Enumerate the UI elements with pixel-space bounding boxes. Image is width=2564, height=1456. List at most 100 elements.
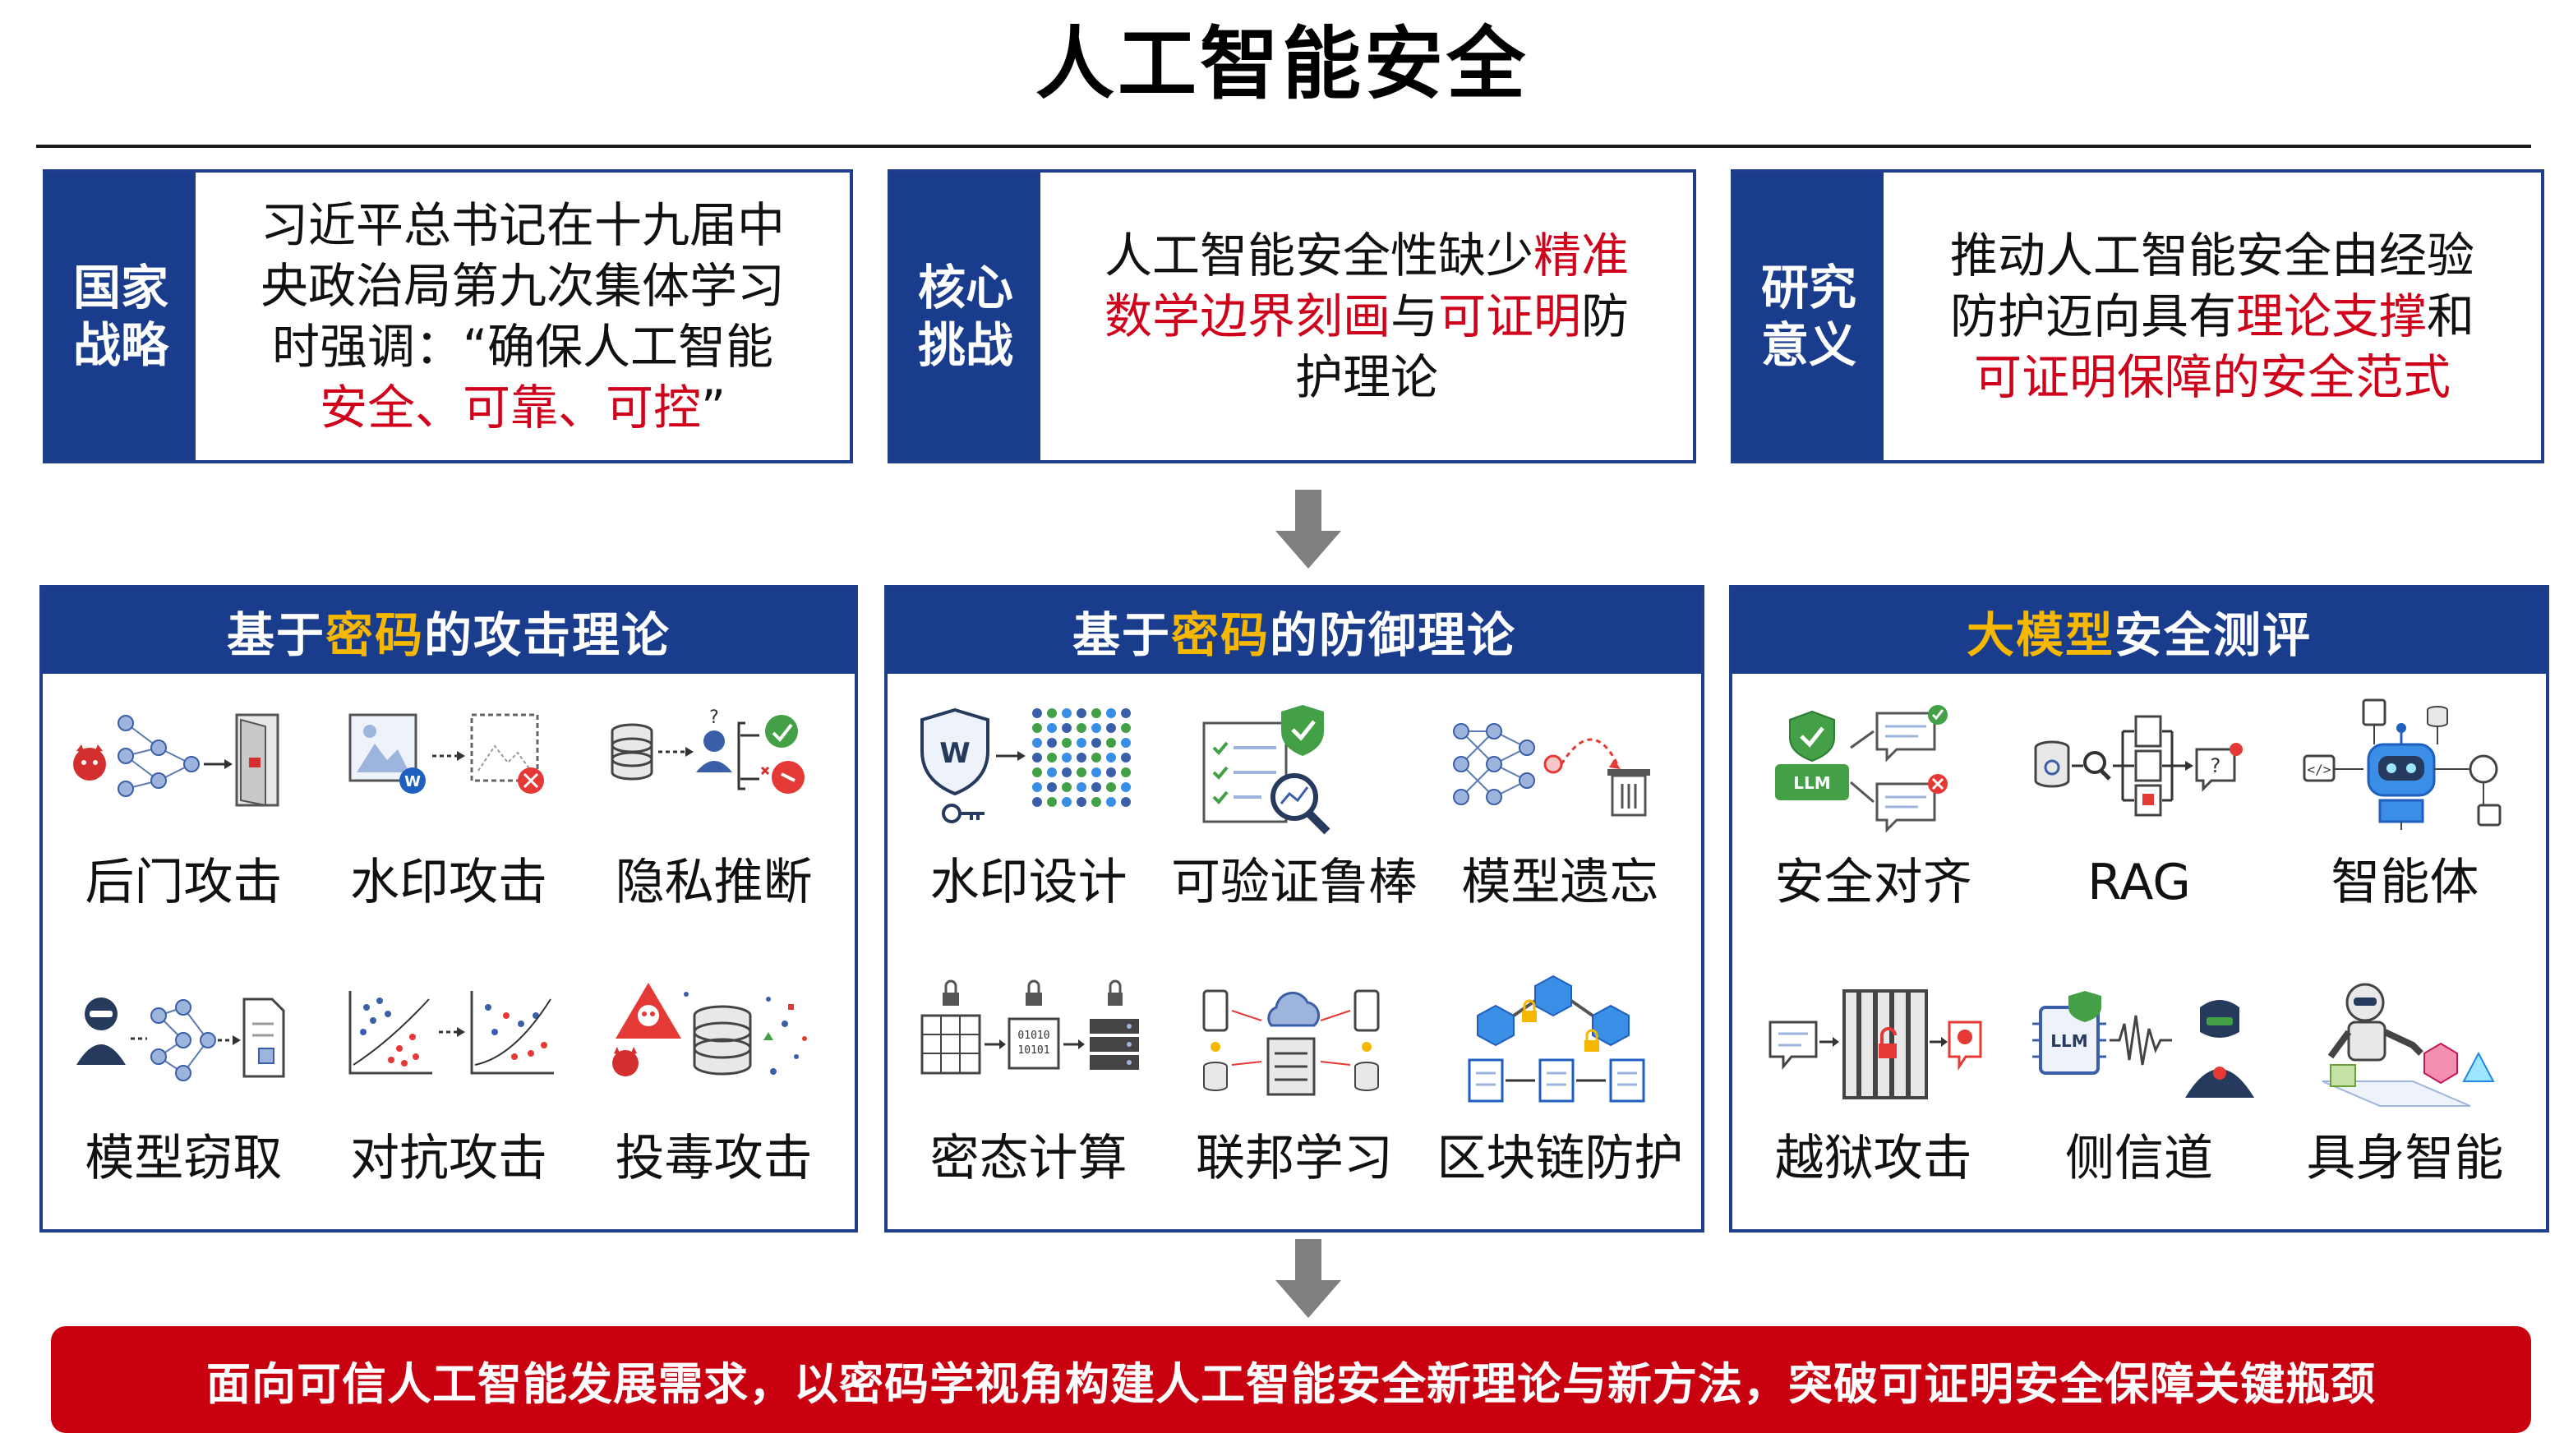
top-box-tag: 核心挑战 [891, 173, 1040, 460]
text-segment: 央政治局第九次集体学习 [260, 258, 785, 314]
verifiable-robustness-icon [1202, 705, 1330, 835]
rag-icon: ? [2034, 715, 2243, 817]
grid-item-label: RAG [2087, 854, 2191, 911]
text-segment: ” [700, 380, 726, 435]
grid-item-label: 智能体 [2331, 854, 2479, 911]
text-segment: 防护迈向具有 [1949, 288, 2236, 344]
grid-item: 模型遗忘 [1427, 680, 1693, 956]
side-channel-icon: LLM [2031, 991, 2254, 1098]
jailbreak-attack-icon [1769, 989, 1982, 1099]
grid-item-label: 隐私推断 [615, 854, 813, 911]
privacy-inference-icon: ? [611, 707, 805, 794]
grid-item-label: 水印攻击 [349, 854, 547, 911]
panel-header: 大模型安全测评 [1732, 588, 2546, 674]
top-box-core-challenge: 核心挑战 人工智能安全性缺少精准数学边界刻画与可证明防护理论 [888, 169, 1696, 463]
text-segment: 护理论 [1294, 349, 1438, 405]
panel-grid: 后门攻击 W 水印攻击 ? 隐私推断 模型窃取 对抗攻击 投毒攻击 [43, 674, 855, 1233]
text-segment: 与 [1390, 288, 1438, 344]
grid-item-label: 区块链防护 [1436, 1130, 1684, 1187]
top-box-tag: 研究意义 [1734, 173, 1884, 460]
top-box-body: 习近平总书记在十九届中央政治局第九次集体学习时强调：“确保人工智能安全、可靠、可… [196, 173, 850, 460]
highlight-text: 可证明 [1438, 288, 1582, 344]
grid-item: 投毒攻击 [581, 956, 846, 1233]
top-box-research-significance: 研究意义 推动人工智能安全由经验防护迈向具有理论支撑和可证明保障的安全范式 [1731, 169, 2544, 463]
text-segment: 的防御理论 [1270, 607, 1517, 663]
text-segment: 基于 [1072, 607, 1171, 663]
encrypted-computation-icon: 01010 10101 [920, 979, 1139, 1075]
highlight-text: 理论支撑 [2235, 288, 2427, 344]
highlight-text: 大模型 [1966, 607, 2114, 663]
text-line: 推动人工智能安全由经验 [1950, 225, 2474, 286]
text-segment: 和 [2427, 288, 2475, 344]
text-line: 数学边界刻画与可证明防 [1104, 286, 1629, 347]
text-line: 时强调：“确保人工智能 [261, 316, 785, 377]
svg-text:W: W [404, 773, 421, 790]
highlight-text: 精准 [1533, 228, 1630, 283]
highlight-text: 安全、可靠、可控 [319, 380, 701, 435]
safety-alignment-icon: LLM [1774, 705, 1948, 833]
agent-robot-icon: </> [2303, 698, 2502, 830]
text-segment: 的攻击理论 [424, 607, 671, 663]
text-segment: 时强调：“确保人工智能 [271, 319, 774, 375]
svg-text:10101: 10101 [1017, 1044, 1049, 1057]
grid-item: W 水印设计 [896, 680, 1161, 956]
grid-item: 联邦学习 [1161, 956, 1427, 1233]
text-segment: 人工智能安全性缺少 [1104, 228, 1533, 283]
svg-text:</>: </> [2308, 762, 2331, 777]
top-box-body: 人工智能安全性缺少精准数学边界刻画与可证明防护理论 [1040, 173, 1693, 460]
grid-item: 越狱攻击 [1741, 956, 2006, 1233]
grid-item: 后门攻击 [51, 680, 316, 956]
svg-text:?: ? [2211, 754, 2221, 777]
model-unlearning-icon [1453, 723, 1651, 817]
grid-item: 可验证鲁棒 [1161, 680, 1427, 956]
svg-text:?: ? [709, 707, 719, 728]
panel-header: 基于密码的攻击理论 [43, 588, 855, 674]
top-box-tag: 国家战略 [46, 173, 196, 460]
grid-item-label: 水印设计 [929, 854, 1128, 911]
grid-item: W 水印攻击 [316, 680, 582, 956]
grid-item-label: 侧信道 [2064, 1130, 2213, 1187]
highlight-text: 密码 [1170, 607, 1270, 663]
grid-item: ? RAG [2006, 680, 2271, 956]
grid-item-label: 安全对齐 [1774, 854, 1972, 911]
grid-item-label: 可验证鲁棒 [1170, 854, 1418, 911]
grid-item: ? 隐私推断 [581, 680, 846, 956]
text-line: 护理论 [1104, 347, 1629, 408]
grid-item: 模型窃取 [51, 956, 316, 1233]
grid-item-label: 模型窃取 [85, 1130, 283, 1187]
text-line: 人工智能安全性缺少精准 [1104, 225, 1629, 286]
highlight-text: 数学边界刻画 [1104, 288, 1390, 344]
top-box-national-strategy: 国家战略 习近平总书记在十九届中央政治局第九次集体学习时强调：“确保人工智能安全… [43, 169, 853, 463]
grid-item: </> 智能体 [2272, 680, 2538, 956]
svg-text:01010: 01010 [1017, 1030, 1049, 1042]
backdoor-attack-icon [73, 713, 279, 807]
grid-item: 具身智能 [2272, 956, 2538, 1233]
adversarial-attack-icon [348, 991, 554, 1075]
grid-item-label: 后门攻击 [85, 854, 283, 911]
svg-text:LLM: LLM [2050, 1031, 2087, 1051]
text-segment: 安全测评 [2114, 607, 2313, 663]
model-stealing-icon [76, 998, 285, 1081]
text-segment: 推动人工智能安全由经验 [1949, 228, 2474, 283]
svg-text:LLM: LLM [1793, 773, 1830, 793]
panel-llm-evaluation: 大模型安全测评 LLM 安全对齐 ? RAG </> 智能体 越狱攻击 LLM 侧信… [1729, 585, 2549, 1233]
grid-item-label: 联邦学习 [1195, 1130, 1393, 1187]
grid-item: 对抗攻击 [316, 956, 582, 1233]
text-line: 习近平总书记在十九届中 [261, 195, 785, 256]
highlight-text: 密码 [325, 607, 424, 663]
panel-header: 基于密码的防御理论 [888, 588, 1701, 674]
text-line: 防护迈向具有理论支撑和 [1950, 286, 2474, 347]
bottom-banner: 面向可信人工智能发展需求，以密码学视角构建人工智能安全新理论与新方法，突破可证明… [51, 1326, 2531, 1433]
text-line: 央政治局第九次集体学习 [261, 256, 785, 316]
panel-attack-theory: 基于密码的攻击理论 后门攻击 W 水印攻击 ? 隐私推断 模型窃取 对抗攻击 投毒… [39, 585, 858, 1233]
text-segment: 习近平总书记在十九届中 [260, 197, 785, 253]
grid-item-label: 模型遗忘 [1461, 854, 1659, 911]
panel-grid: LLM 安全对齐 ? RAG </> 智能体 越狱攻击 LLM 侧信道 具身智能 [1732, 674, 2546, 1233]
grid-item-label: 具身智能 [2306, 1130, 2504, 1187]
text-segment: 防 [1581, 288, 1630, 344]
poisoning-attack-icon [611, 983, 807, 1076]
text-line: 安全、可靠、可控” [261, 377, 785, 438]
top-box-body: 推动人工智能安全由经验防护迈向具有理论支撑和可证明保障的安全范式 [1884, 173, 2541, 460]
